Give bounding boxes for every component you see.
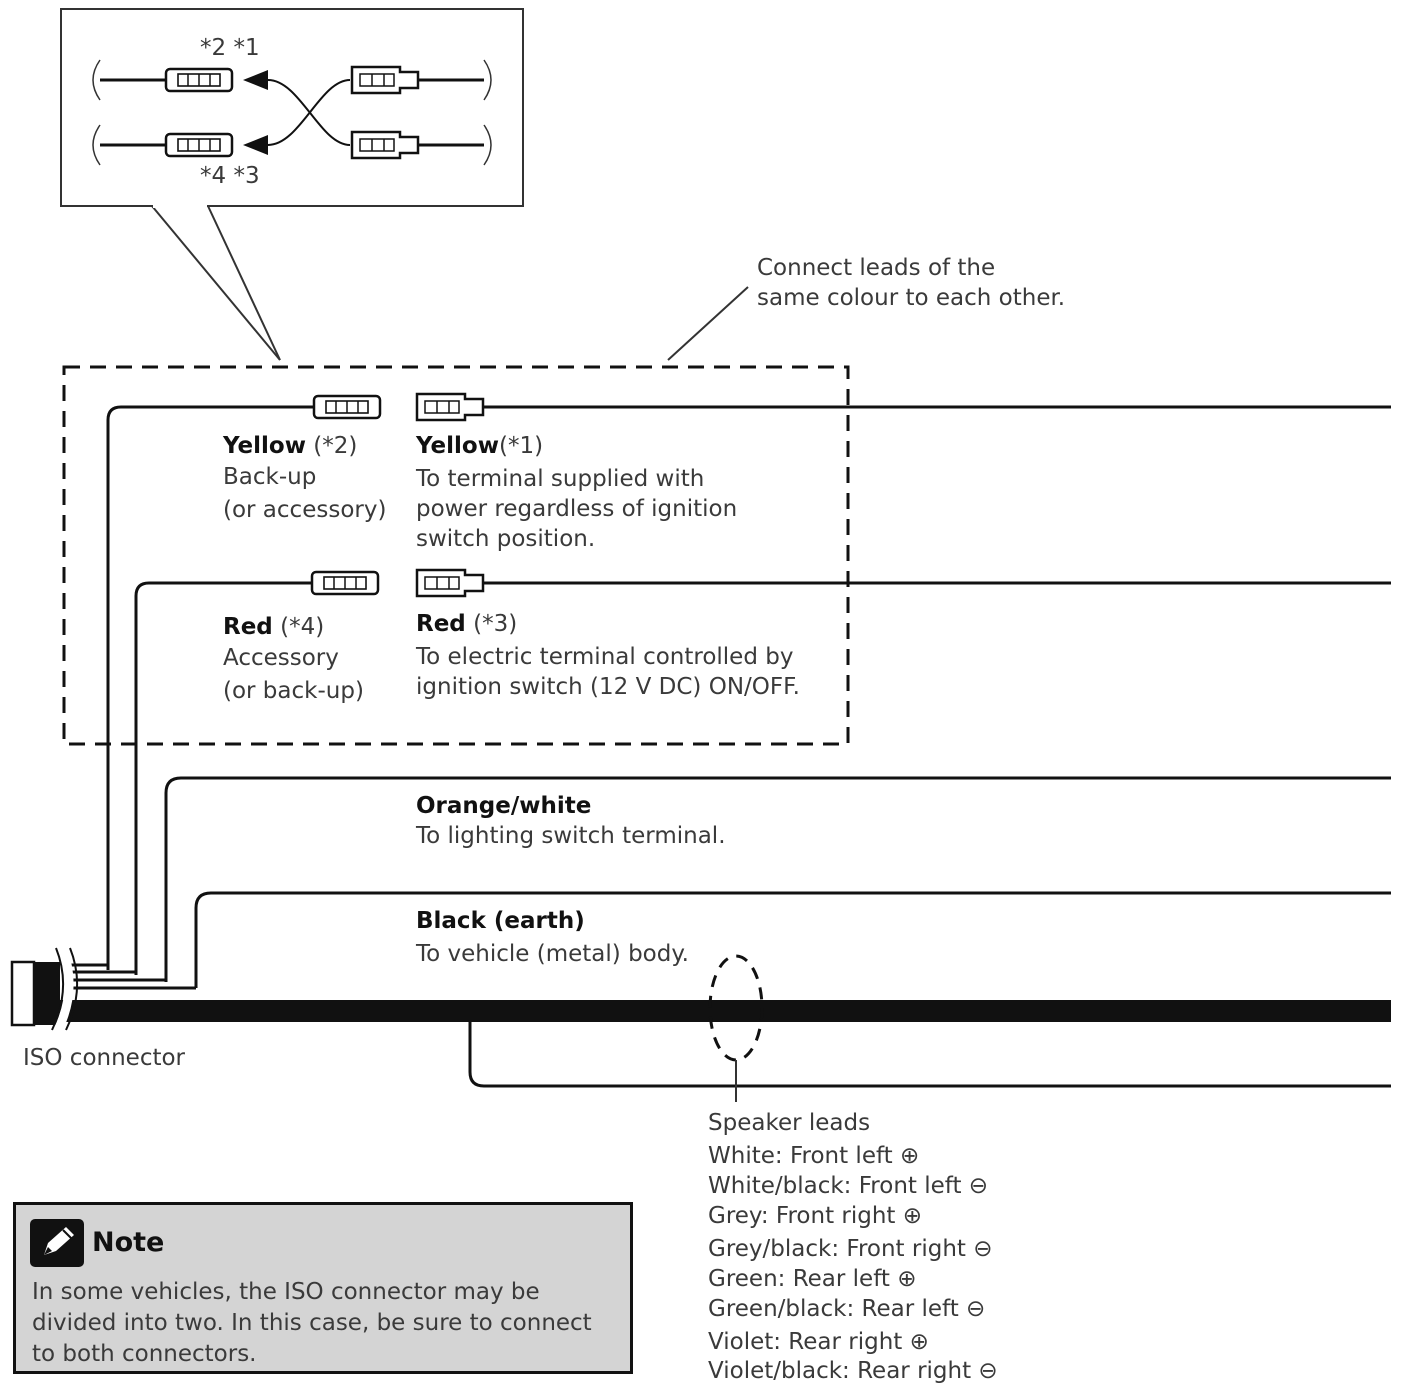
instruction-line2: same colour to each other. <box>757 285 1066 311</box>
yellow-left-name: Yellow <box>223 433 306 459</box>
iso-connector-label: ISO connector <box>23 1045 186 1071</box>
red-left-line1: Accessory <box>223 645 339 671</box>
red-right-line2: ignition switch (12 V DC) ON/OFF. <box>416 674 800 700</box>
callout-top-labels: *2 *1 <box>200 35 260 61</box>
red-right-title: Red (*3) <box>416 609 517 639</box>
red-left-ref: (*4) <box>272 614 325 640</box>
yellow-right-ref: (*1) <box>498 433 544 459</box>
black-desc: To vehicle (metal) body. <box>416 941 689 967</box>
speaker-lead-grey-black: Grey/black: Front right ⊖ <box>708 1236 993 1262</box>
red-left-name: Red <box>223 614 273 640</box>
yellow-left-line2: (or accessory) <box>223 497 387 523</box>
speaker-lead-grey: Grey: Front right ⊕ <box>708 1203 923 1229</box>
speaker-lead-white: White: Front left ⊕ <box>708 1143 920 1169</box>
yellow-right-line3: switch position. <box>416 526 596 552</box>
yellow-left-ref: (*2) <box>305 433 358 459</box>
note-body: In some vehicles, the ISO connector may … <box>32 1279 592 1367</box>
note-box: Note In some vehicles, the ISO connector… <box>13 1202 633 1374</box>
black-title: Black (earth) <box>416 908 585 934</box>
callout-bottom-labels: *4 *3 <box>200 163 260 189</box>
yellow-right-line1: To terminal supplied with <box>416 466 705 492</box>
speaker-lead-green: Green: Rear left ⊕ <box>708 1266 917 1292</box>
yellow-right-title: Yellow(*1) <box>416 431 543 461</box>
red-right-ref: (*3) <box>465 611 518 637</box>
speaker-lead-green-black: Green/black: Rear left ⊖ <box>708 1296 986 1322</box>
red-left-title: Red (*4) <box>223 612 324 642</box>
callout-box <box>60 8 524 361</box>
pencil-icon <box>30 1219 84 1267</box>
orange-desc: To lighting switch terminal. <box>416 823 726 849</box>
speaker-leads-title: Speaker leads <box>708 1110 871 1136</box>
red-right-name: Red <box>416 611 466 637</box>
yellow-left-line1: Back-up <box>223 464 317 490</box>
speaker-lead-violet-black: Violet/black: Rear right ⊖ <box>708 1358 998 1384</box>
yellow-right-line2: power regardless of ignition <box>416 496 738 522</box>
instruction-line1: Connect leads of the <box>757 255 996 281</box>
speaker-lead-violet: Violet: Rear right ⊕ <box>708 1329 929 1355</box>
red-left-line2: (or back-up) <box>223 678 364 704</box>
yellow-left-title: Yellow (*2) <box>223 431 357 461</box>
yellow-right-name: Yellow <box>416 433 499 459</box>
orange-title: Orange/white <box>416 793 592 819</box>
speaker-lead-white-black: White/black: Front left ⊖ <box>708 1173 989 1199</box>
red-right-line1: To electric terminal controlled by <box>416 644 794 670</box>
note-title: Note <box>92 1227 165 1258</box>
